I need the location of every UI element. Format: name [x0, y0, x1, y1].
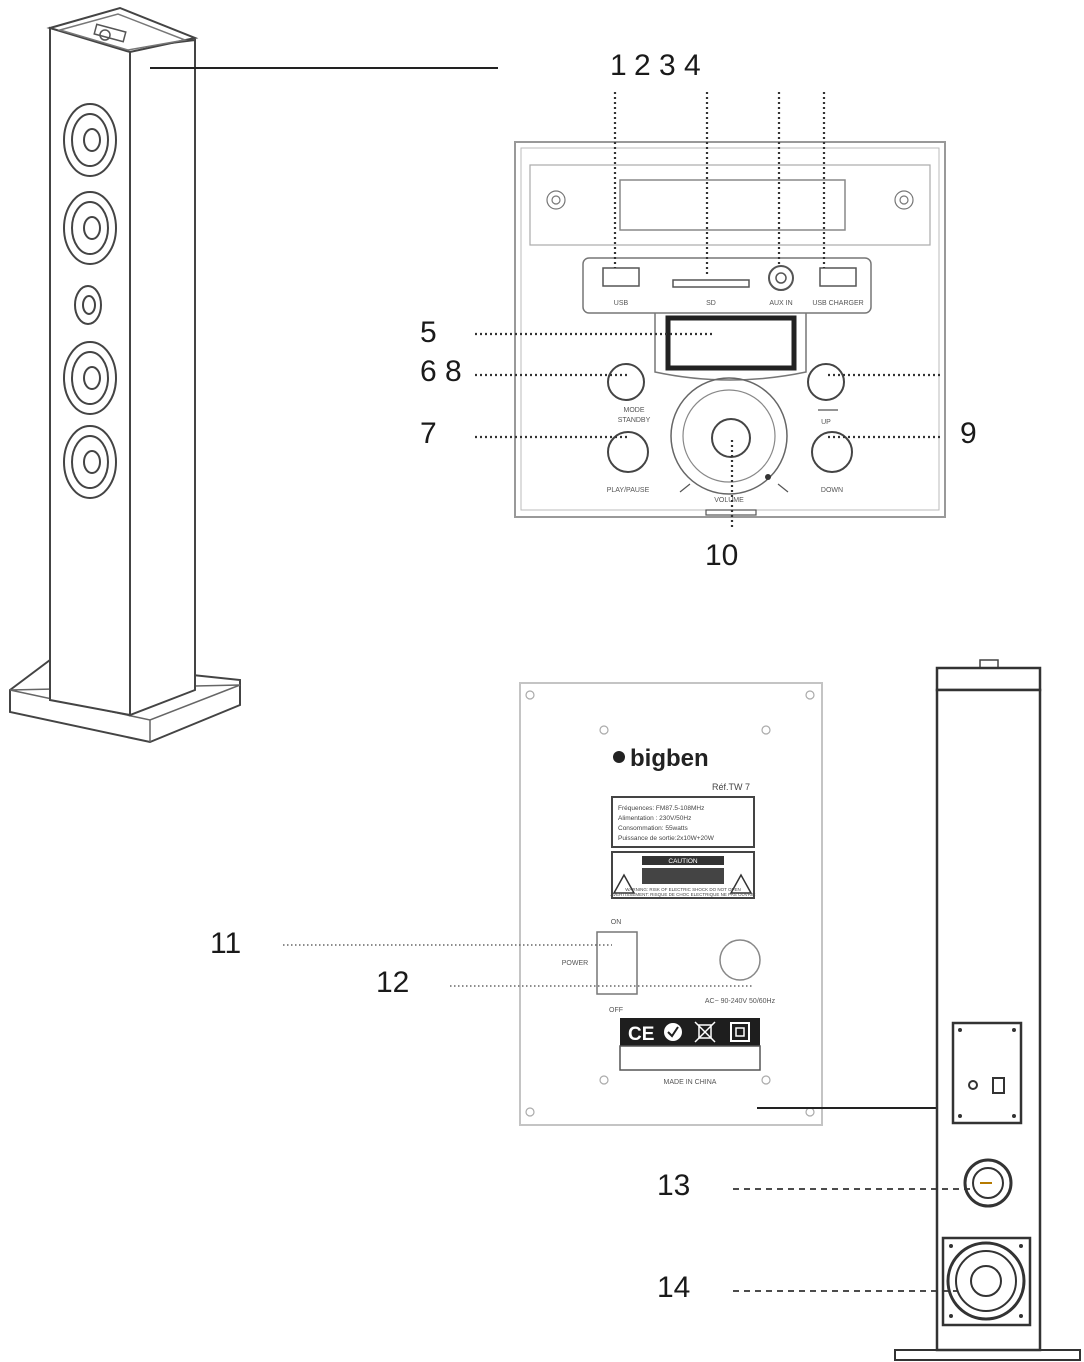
volume-label: VOLUME	[714, 497, 744, 504]
spec-line-2: Alimentation : 230V/50Hz	[618, 815, 691, 822]
callout-5: 5	[420, 316, 437, 349]
usb-charger-port	[819, 267, 857, 287]
switch-on-label: ON	[611, 919, 622, 926]
tower-speaker-4	[63, 425, 117, 499]
warning-line-1: WARNING: RISK OF ELECTRIC SHOCK DO NOT O…	[625, 887, 741, 892]
port-label-sd: SD	[706, 300, 716, 307]
up-button	[807, 363, 845, 401]
caution-box	[611, 851, 755, 899]
play-pause-label: PLAY/PAUSE	[607, 487, 650, 494]
tower-side-view: 13 14	[657, 659, 1081, 1361]
tower-perspective-view	[9, 6, 498, 744]
standby-label: STANDBY	[618, 417, 651, 424]
spec-line-1: Fréquences: FM87.5-108MHz	[618, 805, 704, 812]
weee-bin-icon	[694, 1021, 716, 1043]
aux-in-jack	[768, 265, 794, 291]
screw-right	[894, 190, 914, 210]
spec-line-4: Puissance de sortie:2x10W+20W	[618, 835, 715, 842]
top-control-panel: USB SD AUX IN USB CHARGER MODE STANDBY P…	[514, 141, 946, 518]
callout-4: 4	[684, 49, 701, 82]
brand-name: bigben	[630, 745, 709, 772]
spec-line-3: Consommation: 55watts	[618, 825, 688, 832]
port-label-usb-charger: USB CHARGER	[812, 300, 863, 307]
side-tweeter	[963, 1158, 1013, 1208]
tower-tweeter	[74, 285, 102, 325]
mains-rating: AC~ 90-240V 50/60Hz	[705, 998, 776, 1005]
callout-10: 10	[705, 539, 738, 572]
callout-12: 12	[376, 966, 409, 999]
mode-standby-button	[607, 363, 645, 401]
callout-13: 13	[657, 1169, 690, 1202]
tower-speaker-3	[63, 341, 117, 415]
model-ref: Réf.TW 7	[712, 782, 750, 792]
tower-speaker-2	[63, 191, 117, 265]
callout-2: 2	[634, 49, 651, 82]
play-pause-button	[607, 431, 649, 473]
callout-9: 9	[960, 417, 977, 450]
callout-7: 7	[420, 417, 437, 450]
power-switch	[596, 931, 638, 995]
mode-label: MODE	[624, 407, 645, 414]
warning-line-2: AVERTISSEMENT: RISQUE DE CHOC ELECTRIQUE…	[610, 892, 756, 897]
down-label: DOWN	[821, 487, 843, 494]
caution-text: CAUTION	[668, 858, 698, 865]
callout-11: 11	[210, 927, 241, 960]
power-label: POWER	[562, 960, 588, 967]
volume-knob	[670, 377, 788, 495]
sd-slot	[672, 279, 750, 288]
warning-triangle-left-icon	[612, 873, 636, 894]
up-label: UP	[821, 419, 831, 426]
rear-panel-callouts: 11 12	[210, 927, 752, 999]
mains-socket	[719, 939, 761, 981]
top-panel-callouts: 1 2 3 4 5 6 8 7 9 10	[420, 49, 977, 572]
recycle-mark-icon	[664, 1023, 682, 1041]
callout-3: 3	[659, 49, 676, 82]
rear-panel: bigben Réf.TW 7 Fréquences: FM87.5-108MH…	[519, 682, 997, 1126]
warning-triangle-right-icon	[729, 873, 753, 894]
tower-speaker-1	[63, 103, 117, 177]
usb-port	[602, 267, 640, 287]
lcd-display	[665, 315, 797, 371]
callout-6-8: 6 8	[420, 355, 462, 388]
callout-1: 1	[610, 49, 627, 82]
spec-box	[611, 796, 755, 848]
callout-14: 14	[657, 1271, 690, 1304]
brand-logo-mark	[613, 751, 625, 763]
port-label-usb: USB	[614, 300, 629, 307]
side-bass-speaker	[941, 1236, 1032, 1327]
rear-panel-mini	[951, 1021, 1023, 1125]
made-in-label: MADE IN CHINA	[664, 1079, 717, 1086]
port-label-aux: AUX IN	[769, 300, 792, 307]
down-button	[811, 431, 853, 473]
double-insulation-icon	[730, 1022, 750, 1042]
screw-left	[546, 190, 566, 210]
switch-off-label: OFF	[609, 1007, 623, 1014]
ce-mark-icon: CE	[628, 1024, 654, 1045]
